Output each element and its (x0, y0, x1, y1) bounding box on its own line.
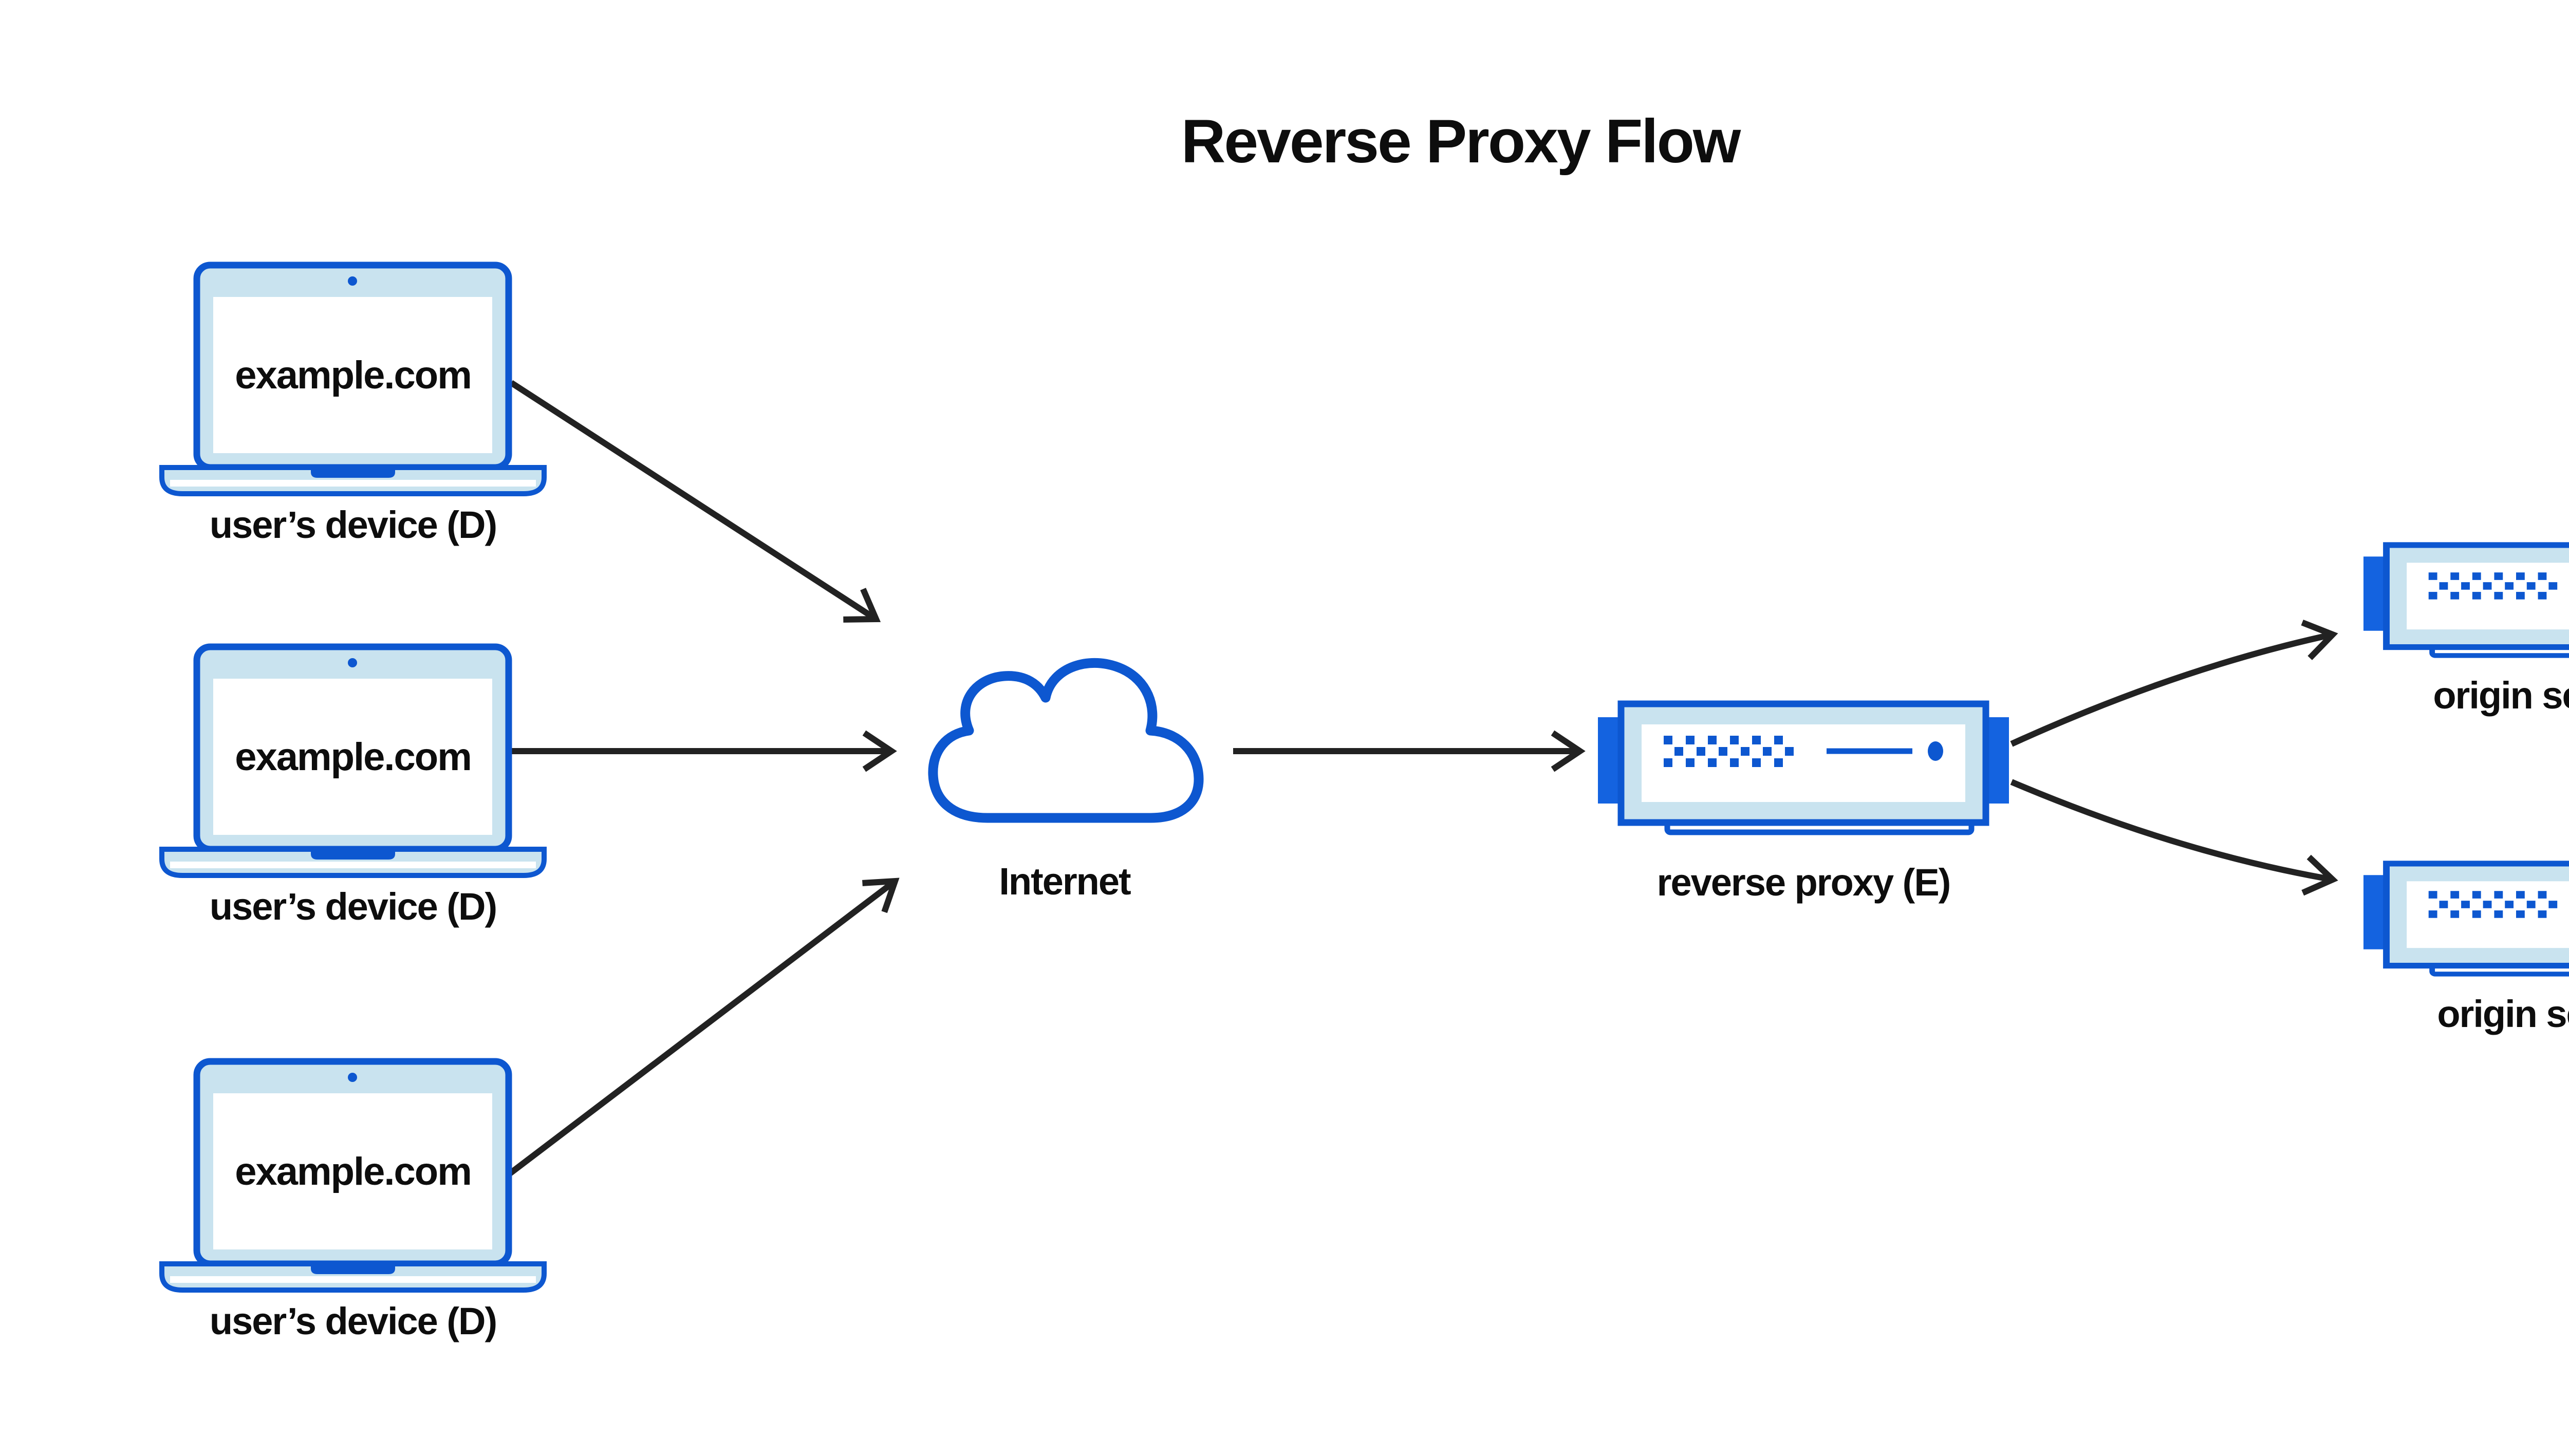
origin-server-label: origin server (F) (2433, 674, 2569, 717)
arrow-proxy-origin2 (2010, 779, 2338, 896)
device-label: user’s device (D) (209, 503, 497, 546)
server-icon (2363, 545, 2569, 656)
device-screen-text: example.com (235, 1150, 472, 1193)
arrow-proxy-origin1 (2010, 620, 2338, 747)
origin-server-label: origin server (F) (2437, 993, 2569, 1035)
page-title: Reverse Proxy Flow (1181, 107, 1741, 176)
cloud-icon (933, 663, 1199, 818)
reverse-proxy-label: reverse proxy (E) (1656, 861, 1951, 904)
device-screen-text: example.com (235, 353, 472, 397)
device-label: user’s device (D) (209, 885, 497, 928)
device-screen-text: example.com (235, 735, 472, 779)
server-icon (2363, 864, 2569, 974)
device-label: user’s device (D) (209, 1300, 497, 1342)
arrow-device3-internet (502, 878, 900, 1180)
internet-label: Internet (999, 860, 1131, 903)
arrow-device1-internet (509, 380, 881, 623)
server-icon (1598, 704, 2009, 832)
